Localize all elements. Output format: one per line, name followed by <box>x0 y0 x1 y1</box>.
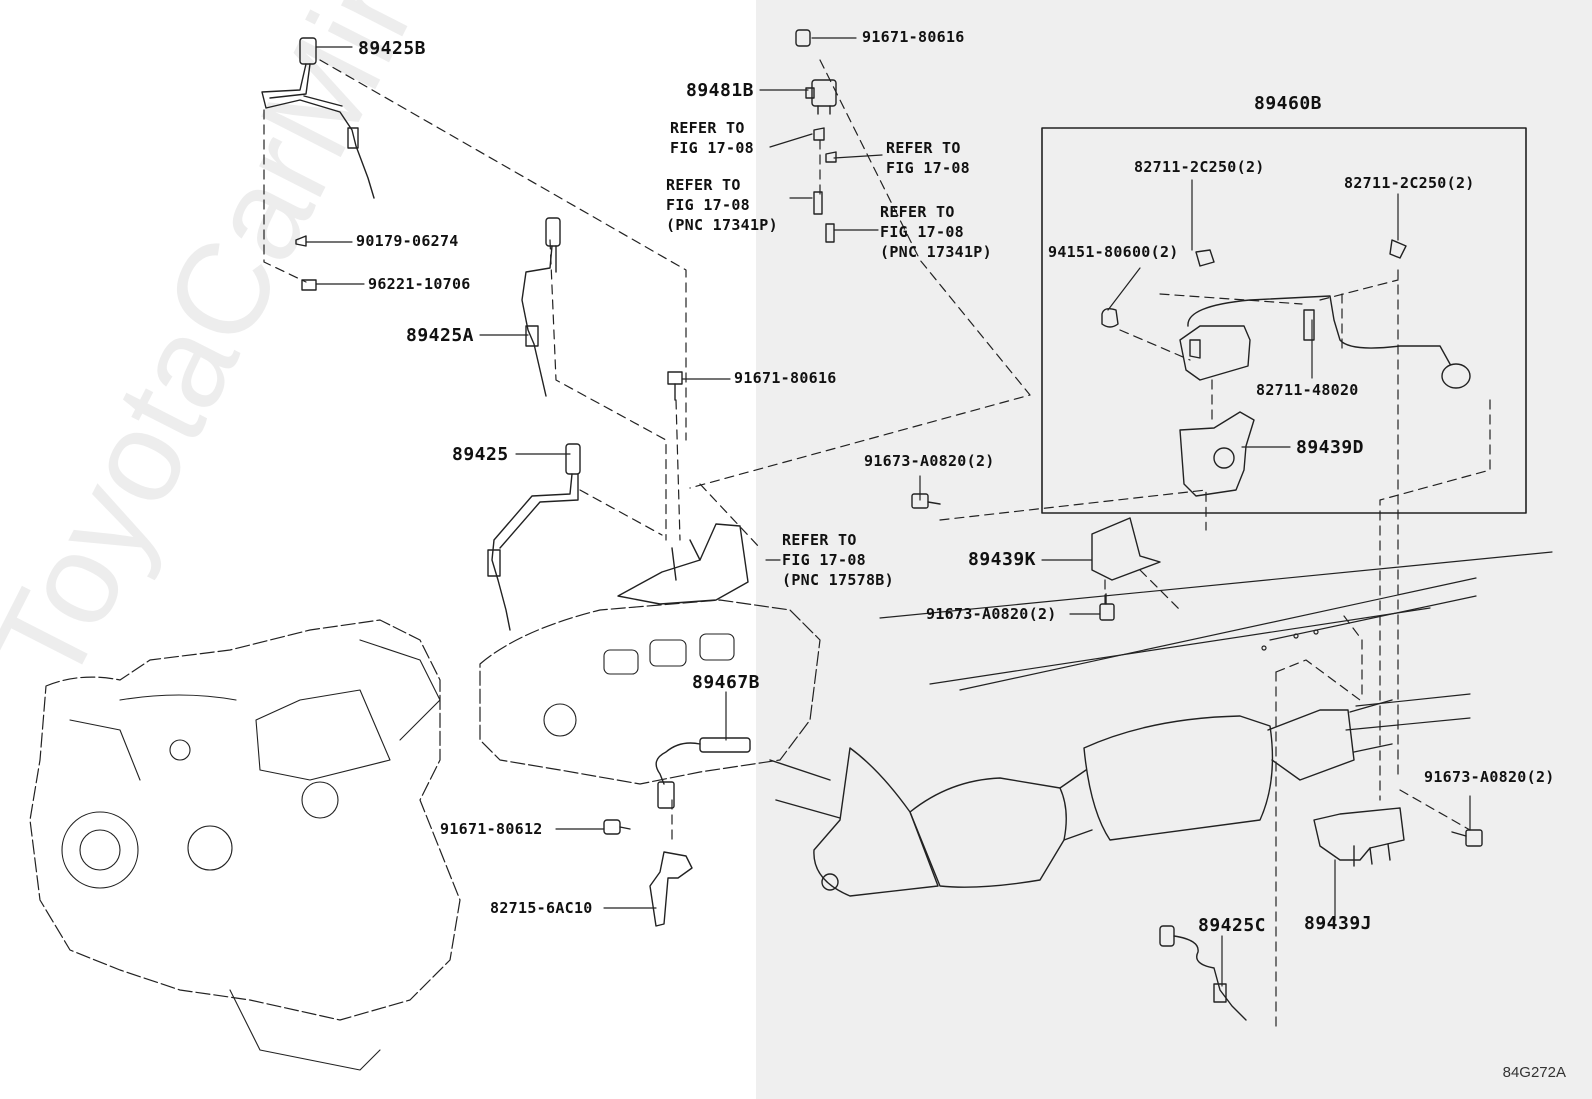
sensor-89425B <box>261 37 375 199</box>
pressure-sensor-89481B <box>805 79 837 243</box>
label-89467B: 89467B <box>692 672 761 693</box>
clip-82711-b <box>1389 239 1407 259</box>
label-94151-80600: 94151-80600(2) <box>1048 243 1179 261</box>
label-89425: 89425 <box>452 444 509 465</box>
label-91671-80616-mid: 91671-80616 <box>734 369 837 387</box>
label-91671-80616-top: 91671-80616 <box>862 28 965 46</box>
label-89460B: 89460B <box>1254 93 1323 114</box>
label-91673-A0820-c: 91673-A0820(2) <box>1424 768 1555 786</box>
bolt-91673-A0820-c <box>1451 829 1483 847</box>
clip-82711-a <box>1195 249 1215 267</box>
label-96221-10706: 96221-10706 <box>368 275 471 293</box>
label-90179-06274: 90179-06274 <box>356 232 459 250</box>
sensor-89425 <box>487 443 581 631</box>
label-91673-A0820-b: 91673-A0820(2) <box>926 605 1057 623</box>
label-89439K: 89439K <box>968 549 1037 570</box>
ecu-module <box>1179 295 1471 389</box>
label-89425A: 89425A <box>406 325 475 346</box>
leader-lines <box>305 37 1471 987</box>
label-82715-6AC10: 82715-6AC10 <box>490 899 593 917</box>
right-shaded-panel <box>756 0 1592 1099</box>
sensor-89425C <box>1159 925 1247 1021</box>
label-89439D: 89439D <box>1296 437 1365 458</box>
clip-90179-06274 <box>295 235 307 247</box>
exhaust-system <box>769 699 1393 897</box>
label-89481B: 89481B <box>686 80 755 101</box>
bracket-89439J <box>1313 807 1405 867</box>
sensor-89425A <box>521 217 561 397</box>
label-89425B: 89425B <box>358 38 427 59</box>
assembly-box-89460B <box>1041 127 1527 514</box>
bracket-89439K <box>1091 517 1161 581</box>
bracket-89439D <box>1179 411 1255 497</box>
label-82711-2C250-b: 82711-2C250(2) <box>1344 174 1475 192</box>
figure-code: 84G272A <box>1502 1064 1566 1081</box>
bolt-91671-80616-top <box>795 29 811 47</box>
bolt-91673-A0820-b <box>1099 593 1115 621</box>
bracket-82715-6AC10 <box>649 851 693 927</box>
bolt-91671-80616-mid <box>667 371 683 401</box>
sensor-89467B <box>655 737 751 809</box>
engine-details <box>61 633 735 1071</box>
clip-96221-10706 <box>301 279 317 291</box>
label-82711-48020: 82711-48020 <box>1256 381 1359 399</box>
label-91671-80612: 91671-80612 <box>440 820 543 838</box>
bolt-91673-A0820-a <box>911 493 941 509</box>
engine-block <box>29 599 821 1021</box>
dashed-lines <box>263 59 1491 1031</box>
manifold-bracket <box>617 523 749 605</box>
bolt-91671-80612 <box>603 819 631 835</box>
grommet-94151 <box>1101 307 1119 328</box>
label-89439J: 89439J <box>1304 913 1373 934</box>
label-89425C: 89425C <box>1198 915 1267 936</box>
label-82711-2C250-a: 82711-2C250(2) <box>1134 158 1265 176</box>
label-91673-A0820-a: 91673-A0820(2) <box>864 452 995 470</box>
frame-rails <box>879 551 1553 731</box>
